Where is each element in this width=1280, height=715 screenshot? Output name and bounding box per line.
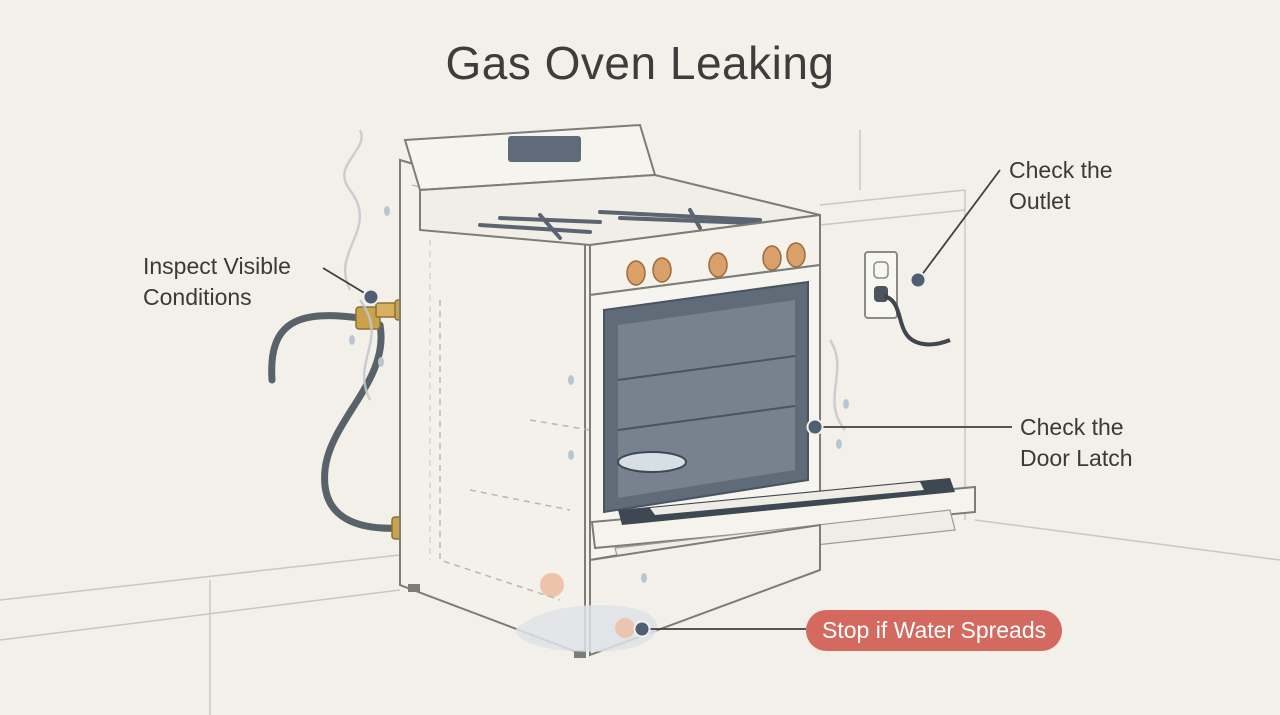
callout-dot-outlet — [909, 271, 927, 289]
callout-dot-stop — [633, 620, 651, 638]
room-background — [0, 130, 1280, 715]
callout-dot-latch — [806, 418, 824, 436]
oven-body — [399, 123, 976, 658]
control-knobs — [626, 242, 806, 286]
callout-line: Check the — [1020, 414, 1124, 440]
diagram-title: Gas Oven Leaking — [445, 37, 835, 89]
water-puddle — [515, 573, 658, 652]
gas-burner-flame — [617, 451, 687, 473]
callout-check-outlet: Check the Outlet — [1009, 155, 1113, 217]
stop-warning-badge: Stop if Water Spreads — [806, 610, 1063, 651]
callout-line: Inspect Visible — [143, 253, 291, 279]
water-droplets — [349, 206, 849, 583]
gas-hose — [268, 299, 422, 540]
callout-line: Outlet — [1009, 188, 1071, 214]
callout-line: Check the — [1009, 157, 1113, 183]
callout-line: Conditions — [143, 284, 252, 310]
callout-check-door-latch: Check the Door Latch — [1020, 412, 1133, 474]
callout-dot-inspect — [362, 288, 380, 306]
oven-racks — [617, 355, 796, 431]
wall-outlet — [864, 251, 951, 347]
leader-lines — [322, 169, 1012, 630]
callout-line: Door Latch — [1020, 445, 1133, 471]
callout-inspect-visible-conditions: Inspect Visible Conditions — [143, 251, 291, 313]
